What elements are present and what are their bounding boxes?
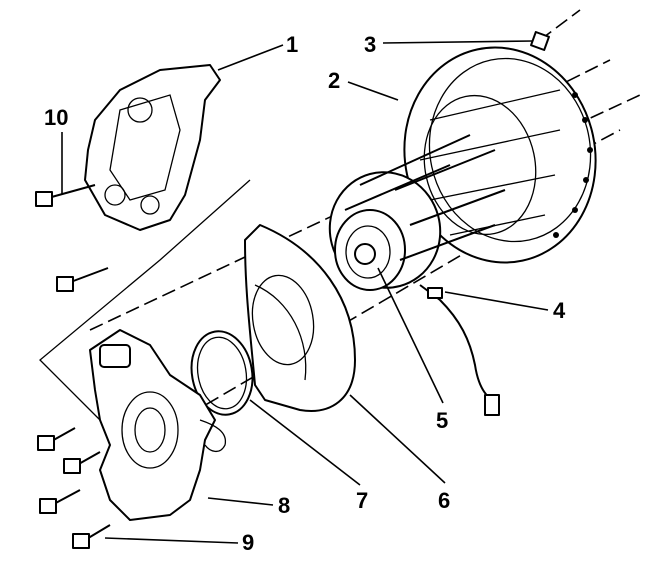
rotor-vent-holes (553, 92, 593, 238)
knuckle-bolt-4 (72, 524, 111, 549)
callout-7: 7 (356, 488, 368, 513)
callout-10: 10 (44, 105, 68, 130)
callout-6: 6 (438, 488, 450, 513)
knuckle-bolt-1 (37, 427, 76, 451)
callout-5: 5 (436, 408, 448, 433)
callout-3: 3 (364, 32, 376, 57)
callout-8: 8 (278, 493, 290, 518)
leader-lines (61, 40, 549, 544)
splash-shield (244, 224, 356, 412)
wheel-studs (344, 134, 506, 261)
knuckle-bolt-2 (63, 451, 101, 474)
caliper-bolt-upper (35, 184, 96, 207)
callout-labels: 1 2 3 4 5 6 7 8 9 10 (44, 32, 566, 555)
callout-1: 1 (286, 32, 298, 57)
o-ring-seal (190, 330, 254, 416)
callout-4: 4 (553, 298, 566, 323)
callout-9: 9 (242, 530, 254, 555)
caliper-bolt-lower (56, 267, 109, 292)
knuckle-bolt-3 (39, 489, 81, 514)
steering-knuckle (89, 329, 227, 521)
callout-2: 2 (328, 68, 340, 93)
rotor-retaining-nut (530, 31, 550, 51)
hub-bearing-assembly (328, 134, 506, 291)
wheel-speed-sensor-wire (419, 284, 500, 416)
brake-caliper (84, 64, 221, 231)
